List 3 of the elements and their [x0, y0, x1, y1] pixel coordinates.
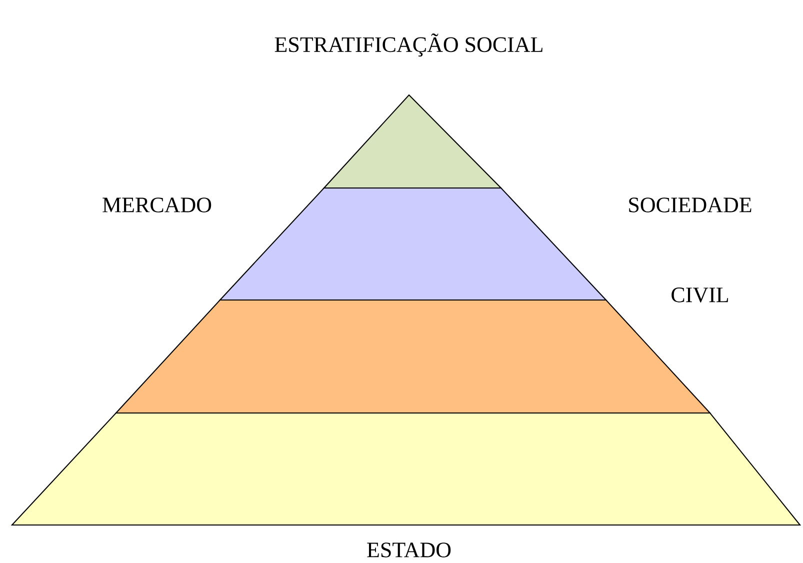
- side-label: CIVIL: [672, 288, 728, 302]
- title: ESTRATIFICAÇÃO SOCIAL: [274, 33, 542, 57]
- side-label: SOCIEDADE: [629, 198, 752, 212]
